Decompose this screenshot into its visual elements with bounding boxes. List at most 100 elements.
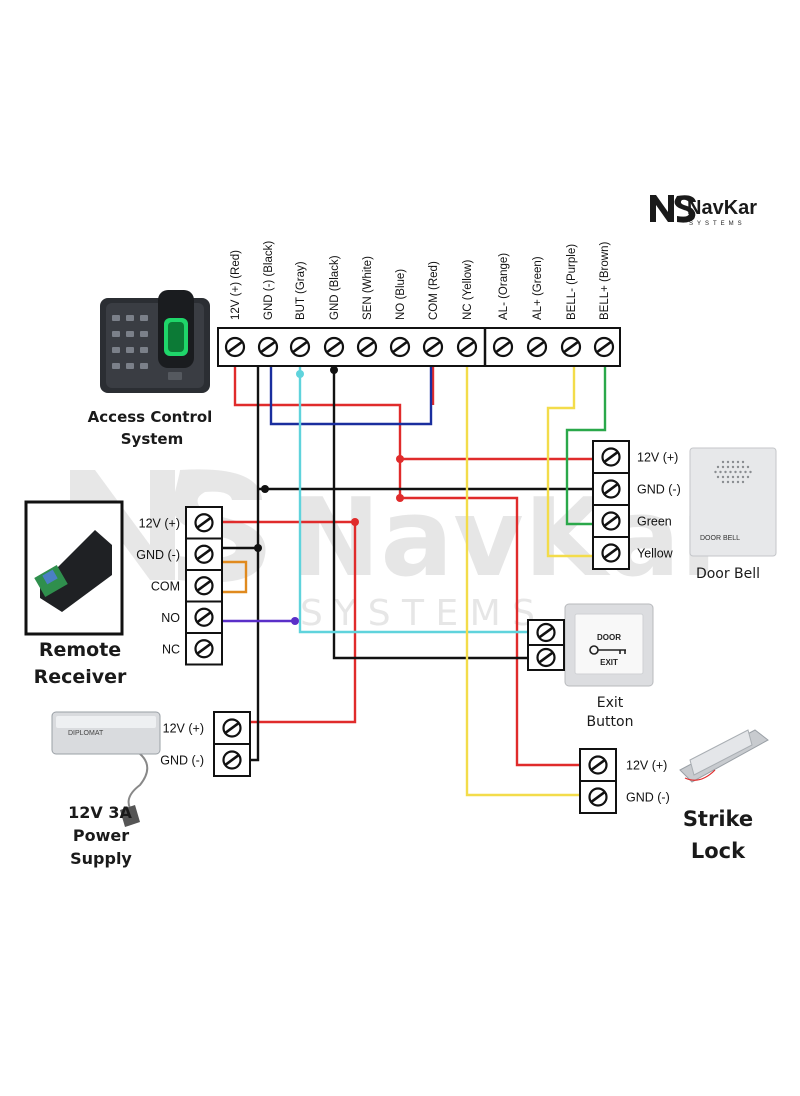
main-terminal-label: AL+ (Green) — [532, 256, 544, 320]
watermark-ns-logo — [70, 469, 266, 583]
terminal-label: COM — [151, 579, 180, 593]
exit-button-face — [574, 613, 644, 675]
screw-terminal-icon — [492, 336, 514, 358]
card-reader-icon — [168, 372, 182, 380]
exit-button-terminal-block — [527, 619, 565, 671]
terminal-label: GND (-) — [160, 754, 204, 768]
junction-dot — [296, 370, 304, 378]
junction-dot — [330, 366, 338, 374]
main-terminal-label: BUT (Gray) — [295, 261, 307, 320]
screw-terminal-icon — [601, 447, 621, 467]
wire-yellow-bell — [546, 366, 595, 558]
screw-terminal-icon — [456, 336, 478, 358]
exit-button-label-1: Exit — [597, 695, 624, 711]
screw-terminal-icon — [323, 336, 345, 358]
screw-terminal-icon — [389, 336, 411, 358]
main-terminal-label: BELL- (Purple) — [566, 244, 578, 320]
main-strip-frame — [217, 327, 621, 367]
terminal-label: 12V (+) — [626, 759, 667, 773]
power-supply-brand: DIPLOMAT — [68, 730, 104, 737]
remote-receiver-label-1: Remote — [39, 639, 121, 661]
watermark-sub: S Y S T E M S — [300, 593, 535, 634]
wire-cyan-but — [298, 366, 532, 634]
key-icon — [589, 645, 626, 655]
access-control-label-2: System — [121, 430, 183, 448]
exit-button-label-2: Button — [587, 714, 634, 730]
main-terminal-label: GND (Black) — [329, 255, 341, 320]
strike-lock-label-1: Strike — [683, 807, 753, 831]
screw-terminal-icon — [536, 647, 556, 668]
junction-dots — [254, 366, 404, 625]
main-terminal-label: NC (Yellow) — [462, 260, 474, 320]
remote-receiver-device — [24, 500, 124, 636]
main-terminal-label: AL- (Orange) — [498, 253, 510, 320]
screw-terminal-icon — [601, 479, 621, 499]
wire-yellow-nc — [465, 366, 581, 797]
strike-lock-body — [689, 729, 753, 776]
power-supply-terminal-block: 12V (+) GND (-) — [160, 711, 251, 777]
screw-terminal-icon — [601, 543, 621, 563]
brand-logo: NavKar SYSTEMS — [650, 195, 757, 227]
terminal-block-frame — [185, 506, 223, 666]
terminal-label: Green — [637, 515, 672, 529]
keypad-icon — [112, 315, 148, 369]
screw-terminal-icon — [194, 639, 214, 659]
power-supply-label-1: 12V 3A — [68, 803, 132, 822]
brand-sub: SYSTEMS — [689, 221, 746, 227]
power-supply-device: DIPLOMAT — [51, 711, 161, 827]
power-supply-label-2: Power — [73, 826, 129, 845]
terminal-label: NC — [162, 642, 180, 656]
screw-terminal-icon — [356, 336, 378, 358]
screw-terminal-icon — [593, 336, 615, 358]
watermark: NavKar S Y S T E M S — [70, 469, 734, 634]
fingerprint-sensor-core — [168, 322, 184, 352]
junction-dot — [261, 485, 269, 493]
screw-terminal-icon — [526, 336, 548, 358]
screw-terminal-icon — [194, 576, 214, 596]
door-bell-body — [689, 447, 777, 557]
terminal-label: 12V (+) — [163, 722, 204, 736]
screw-terminal-icon — [222, 718, 242, 738]
relay-chip-icon — [42, 569, 58, 585]
door-bell-device: DOOR BELL — [689, 447, 777, 557]
brand-name: NavKar — [687, 197, 757, 219]
screw-terminal-icon — [222, 750, 242, 770]
strike-lock-device — [679, 729, 769, 783]
wire-red-remote-12v — [222, 520, 357, 724]
main-terminal-labels: 12V (+) (Red)GND (-) (Black)BUT (Gray)GN… — [230, 241, 611, 320]
wire-green-bell — [565, 366, 607, 526]
exit-button-door-text: DOOR — [597, 633, 621, 642]
strike-lock-label-2: Lock — [691, 839, 746, 863]
brand-ns-icon — [650, 195, 696, 223]
terminal-label: 12V (+) — [637, 451, 678, 465]
screw-terminal-icon — [560, 336, 582, 358]
terminal-label: 12V (+) — [139, 516, 180, 530]
screw-terminal-icon — [289, 336, 311, 358]
power-cable-icon — [124, 744, 149, 816]
screw-terminal-icon — [536, 622, 556, 643]
terminal-label: NO — [161, 611, 180, 625]
wire-blue-no — [269, 366, 433, 426]
junction-dot — [254, 544, 262, 552]
relay-module-icon — [40, 530, 112, 612]
main-terminal-label: COM (Red) — [428, 261, 440, 320]
main-terminal-label: SEN (White) — [362, 256, 374, 320]
screw-terminal-icon — [588, 755, 608, 775]
strike-lock-terminal-block: 12V (+) GND (-) — [579, 748, 670, 814]
terminal-label: GND (-) — [136, 548, 180, 562]
strike-lock-wires — [684, 769, 716, 781]
power-plug-icon — [120, 805, 140, 827]
main-terminal-label: BELL+ (Brown) — [599, 242, 611, 320]
terminal-label: GND (-) — [626, 791, 670, 805]
door-bell-device-text: DOOR BELL — [700, 535, 740, 542]
exit-button-exit-text: EXIT — [600, 658, 618, 667]
screw-terminal-icon — [601, 511, 621, 531]
screw-terminal-icon — [257, 336, 279, 358]
screw-terminal-icon — [422, 336, 444, 358]
access-control-device — [100, 290, 210, 393]
main-terminal-label: NO (Blue) — [395, 269, 407, 320]
remote-receiver-terminal-block: 12V (+) GND (-) COM NO NC — [136, 506, 223, 666]
screw-terminal-icon — [588, 787, 608, 807]
